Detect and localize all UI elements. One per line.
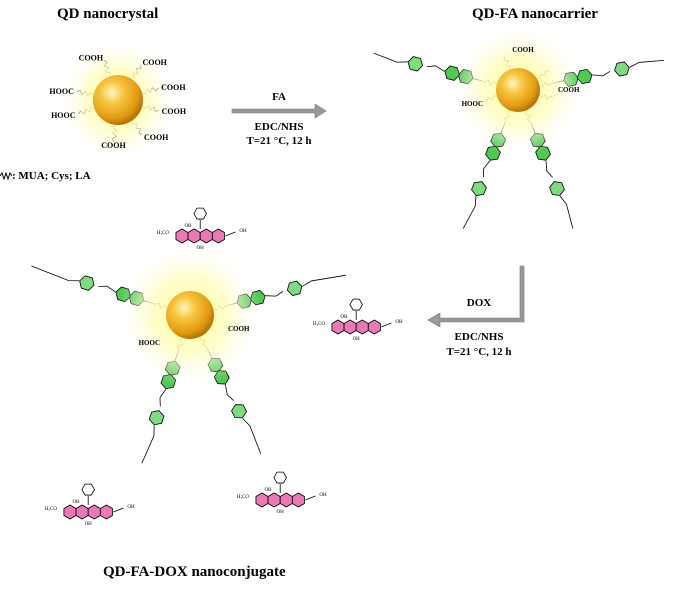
reaction1-conditions-temperature: T=21 °C, 12 h bbox=[246, 135, 312, 147]
qd2-folate-4-glutamate bbox=[559, 195, 574, 229]
qd2-folate-2-methylene bbox=[592, 70, 611, 77]
dox-top-side-chain bbox=[225, 231, 236, 237]
arrow-fa-reaction bbox=[231, 103, 327, 119]
qd1-core bbox=[93, 75, 143, 125]
qd2-folate-2-glutamate bbox=[629, 59, 665, 68]
reaction2-conditions-catalyst: EDC/NHS bbox=[454, 331, 504, 343]
qd1-label-7: HOOC bbox=[49, 87, 74, 96]
qd3-hooc-left: HOOC bbox=[139, 339, 160, 347]
qd3-folate-3-methylene bbox=[159, 388, 167, 407]
dox-top-hydroxyl-a: OH bbox=[184, 224, 192, 229]
qd3-cooh-right: COOH bbox=[228, 325, 250, 333]
dox-bottom-right-ring-4 bbox=[291, 492, 305, 508]
reaction1-reagent: FA bbox=[272, 91, 286, 103]
dox-bottom-left-side-oh: OH bbox=[127, 505, 135, 510]
dox-bottom-right-ring-1 bbox=[255, 492, 269, 508]
qd3-core bbox=[166, 291, 214, 339]
qd3-folate-4-glutamate bbox=[242, 418, 262, 455]
dox-bottom-right-ring-3 bbox=[279, 492, 293, 508]
dox-bottom-right-daunosamine bbox=[273, 471, 287, 484]
dox-bottom-right-side-oh: OH bbox=[319, 493, 327, 498]
qd2-folate-1-glutamate bbox=[373, 52, 408, 63]
qd3-folate-3-benzene-ring bbox=[148, 410, 165, 426]
dox-right-methoxy: H₃CO bbox=[313, 322, 326, 327]
dox-top-hydroxyl-b: OH bbox=[197, 246, 205, 251]
qd2-folate-1-benzene-ring bbox=[407, 56, 424, 72]
qd2-folate-3-methylene bbox=[482, 160, 491, 178]
dox-right-ring-1 bbox=[331, 319, 345, 335]
title-qd-fa-nanocarrier: QD-FA nanocarrier bbox=[472, 6, 598, 22]
qd3-folate-1-benzene-ring bbox=[79, 275, 95, 291]
dox-right-ring-3 bbox=[355, 319, 369, 335]
dox-bottom-right-hydroxyl-a: OH bbox=[264, 488, 272, 493]
legend-ligands: : MUA; Cys; LA bbox=[0, 170, 91, 182]
dox-bottom-left-methoxy: H₃CO bbox=[45, 507, 58, 512]
dox-bottom-right-ring-2 bbox=[267, 492, 281, 508]
qd2-folate-3-glutamate bbox=[462, 195, 477, 229]
qd3-folate-1-glutamate bbox=[31, 265, 80, 282]
qd2-folate-4-methylene bbox=[545, 160, 553, 178]
qd1-label-1: COOH bbox=[79, 54, 104, 63]
dox-right-side-oh: OH bbox=[395, 320, 403, 325]
reaction2-reagent: DOX bbox=[466, 297, 492, 309]
dox-bottom-left-ring-4 bbox=[99, 504, 113, 520]
dox-right-hydroxyl-b: OH bbox=[353, 337, 361, 342]
qd2-folate-3-benzene-ring bbox=[471, 181, 487, 196]
qd2-core bbox=[496, 68, 540, 112]
arrow-dox-reaction bbox=[427, 265, 525, 328]
wavy-linker-icon bbox=[0, 171, 13, 182]
dox-top-daunosamine bbox=[193, 207, 207, 220]
dox-right-ring-2 bbox=[343, 319, 357, 335]
dox-bottom-right-side-chain bbox=[305, 495, 316, 501]
qd3-folate-1-methylene bbox=[98, 285, 116, 293]
qd3-folate-4-methylene bbox=[225, 384, 234, 401]
qd3-folate-2-methylene bbox=[265, 290, 284, 297]
dox-right-side-chain bbox=[381, 322, 392, 328]
dox-bottom-left-side-chain bbox=[113, 507, 124, 513]
dox-bottom-left-ring-1 bbox=[63, 504, 77, 520]
dox-bottom-right-methoxy: H₃CO bbox=[237, 495, 250, 500]
qd2-cooh-right: COOH bbox=[558, 86, 580, 94]
qd1-label-2: COOH bbox=[142, 58, 167, 67]
dox-top-methoxy: H₃CO bbox=[157, 231, 170, 236]
dox-bottom-left-hydroxyl-b: OH bbox=[85, 522, 93, 527]
qd1-label-5: COOH bbox=[144, 133, 169, 142]
reaction1-conditions-catalyst: EDC/NHS bbox=[254, 121, 304, 133]
dox-bottom-left-daunosamine bbox=[81, 483, 95, 496]
dox-bottom-left-ring-3 bbox=[87, 504, 101, 520]
qd3-folate-2-benzene-ring bbox=[286, 280, 303, 296]
dox-top-ring-4 bbox=[211, 228, 225, 244]
dox-top-ring-1 bbox=[175, 228, 189, 244]
dox-top-ring-3 bbox=[199, 228, 213, 244]
legend-text: : MUA; Cys; LA bbox=[12, 170, 91, 182]
qd3-folate-2-glutamate bbox=[302, 274, 347, 287]
qd1-label-6: COOH bbox=[101, 141, 126, 150]
title-qd-fa-dox-nanoconjugate: QD-FA-DOX nanoconjugate bbox=[103, 564, 286, 580]
qd3-folate-3-glutamate bbox=[141, 425, 155, 464]
qd2-cooh-top: COOH bbox=[512, 46, 534, 54]
dox-right-ring-4 bbox=[367, 319, 381, 335]
dox-right-daunosamine bbox=[349, 298, 363, 311]
qd2-folate-1-methylene bbox=[426, 65, 445, 72]
dox-top-side-oh: OH bbox=[239, 229, 247, 234]
dox-bottom-right-hydroxyl-b: OH bbox=[277, 510, 285, 515]
reaction2-conditions-temperature: T=21 °C, 12 h bbox=[446, 346, 512, 358]
dox-right-hydroxyl-a: OH bbox=[340, 315, 348, 320]
dox-bottom-left-hydroxyl-a: OH bbox=[72, 500, 80, 505]
qd1-label-8: HOOC bbox=[51, 111, 76, 120]
qd2-folate-2-benzene-ring bbox=[614, 61, 630, 77]
qd1-label-4: COOH bbox=[162, 107, 187, 116]
qd2-hooc-left: HOOC bbox=[462, 100, 483, 108]
dox-top-ring-2 bbox=[187, 228, 201, 244]
qd2-folate-4-benzene-ring bbox=[549, 181, 565, 196]
title-qd-nanocrystal: QD nanocrystal bbox=[57, 6, 159, 22]
qd1-label-3: COOH bbox=[161, 83, 186, 92]
qd3-folate-4-benzene-ring bbox=[231, 404, 247, 419]
dox-bottom-left-ring-2 bbox=[75, 504, 89, 520]
